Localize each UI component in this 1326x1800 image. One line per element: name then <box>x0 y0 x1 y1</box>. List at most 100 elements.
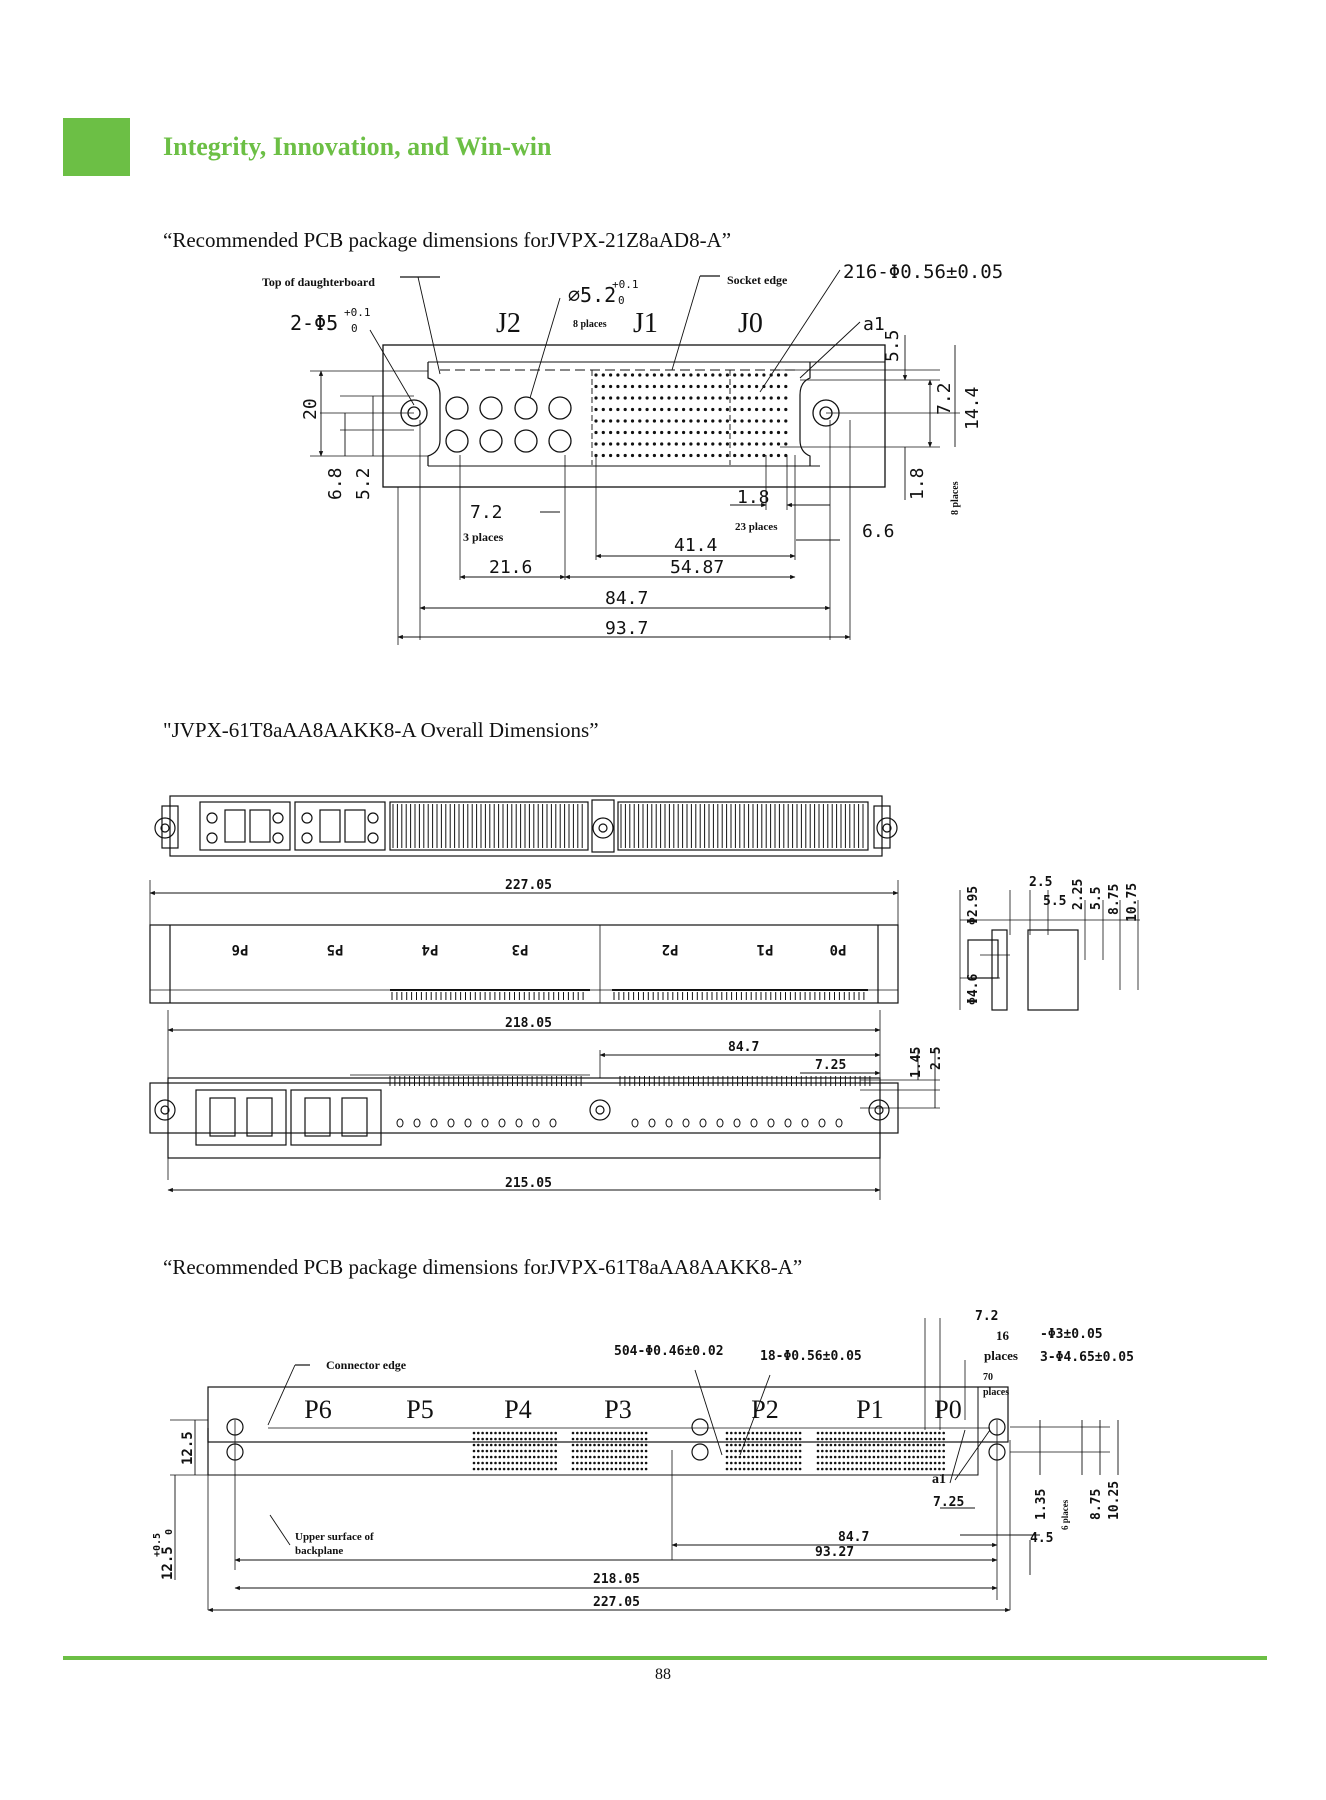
pin-dot <box>494 1467 497 1471</box>
pin-dot <box>764 1431 767 1435</box>
pin-dot <box>925 1455 928 1459</box>
pin-dot <box>740 407 744 412</box>
pin-dot <box>784 430 788 435</box>
pin-dot <box>894 1443 897 1447</box>
pin-dot <box>601 407 605 412</box>
pin-dot <box>751 1455 755 1459</box>
pin-dot <box>762 453 766 458</box>
pin-dot <box>747 1449 750 1453</box>
pin-dot <box>489 1443 493 1447</box>
pin-dot <box>838 1431 841 1435</box>
dim-41-4: 41.4 <box>674 535 717 556</box>
pin-dot <box>734 1449 737 1453</box>
pin-dot <box>601 430 605 435</box>
pin-dot <box>933 1431 937 1435</box>
pin-dot <box>477 1449 480 1453</box>
pin-dot <box>545 1443 549 1447</box>
pin-dot <box>703 419 708 423</box>
pin-dot <box>644 1461 648 1465</box>
pin-dot <box>696 384 700 389</box>
pin-dot <box>734 1443 737 1447</box>
pin-dot <box>942 1443 945 1447</box>
pin-dot <box>674 407 678 412</box>
pin-dot <box>532 1455 536 1459</box>
pin-dot <box>485 1455 489 1459</box>
pin-dot <box>829 1467 833 1471</box>
pin-dot <box>606 1467 609 1471</box>
pin-dot <box>593 1467 596 1471</box>
pin-dot <box>864 1455 867 1459</box>
pin-dot <box>742 1467 746 1471</box>
pin-dot <box>532 1461 536 1465</box>
pin-dot <box>929 1443 933 1447</box>
pin-dot <box>855 1443 858 1447</box>
pin-dot <box>477 1461 480 1465</box>
pin-dot <box>640 1449 644 1453</box>
pin-dot <box>610 1461 613 1465</box>
pin-dot <box>838 1455 841 1459</box>
pin-dot <box>908 1437 911 1441</box>
pin-dot <box>740 384 744 389</box>
pin-dot <box>725 419 730 423</box>
pin-dot <box>734 1467 737 1471</box>
pin-dot <box>597 1443 601 1447</box>
pin-dot <box>502 1449 506 1453</box>
pin-dot <box>725 1455 729 1459</box>
pin-dot <box>889 1455 893 1459</box>
pin-dot <box>594 373 598 377</box>
label-phi52-tol0: 0 <box>618 294 625 307</box>
pin-dot <box>798 1431 802 1435</box>
pin-dot <box>738 1449 742 1453</box>
pin-dot <box>855 1461 858 1465</box>
power-modules-top <box>199 801 386 851</box>
pin-dot <box>614 1467 618 1471</box>
pin-dot <box>703 373 708 377</box>
pin-dot <box>524 1461 527 1465</box>
pin-dot <box>747 1467 750 1471</box>
pin-dot <box>472 1437 476 1441</box>
pin-dot <box>627 1437 631 1441</box>
pin-dot <box>781 1467 785 1471</box>
pad <box>498 1118 506 1128</box>
label-phi465: 3-Φ4.65±0.05 <box>1040 1350 1134 1365</box>
pin-dot <box>703 430 708 435</box>
pin-dot <box>747 373 751 377</box>
pin-dot <box>644 1437 648 1441</box>
label-216-pins: 216-Φ0.56±0.05 <box>843 261 1003 283</box>
pin-dot <box>644 1443 648 1447</box>
pin-dot <box>623 373 627 377</box>
pin-dot <box>550 1461 553 1465</box>
pin-dot <box>511 1467 514 1471</box>
pad <box>665 1118 673 1128</box>
pin-dot <box>682 430 686 435</box>
pin-dot <box>545 1461 549 1465</box>
pin-dot <box>644 1431 648 1435</box>
pin-dot <box>781 1443 785 1447</box>
pin-dot <box>938 1455 941 1459</box>
pin-dot <box>733 407 737 412</box>
pin-dot <box>696 430 700 435</box>
pin-dot <box>619 1449 622 1453</box>
pin-dot <box>938 1437 941 1441</box>
dim-84-7: 84.7 <box>605 588 648 609</box>
pin-dot <box>489 1467 493 1471</box>
pin-dot <box>816 1449 820 1453</box>
pin-dot <box>545 1455 549 1459</box>
pin-dot <box>885 1437 889 1441</box>
pin-dot <box>885 1431 889 1435</box>
pin-dot <box>601 373 605 377</box>
pin-dot <box>528 1461 532 1465</box>
dim-227-05-d3: 227.05 <box>593 1595 640 1610</box>
drawing-2-overall <box>149 795 1140 1200</box>
pin-dot <box>816 1437 820 1441</box>
pin-dot <box>868 1437 871 1441</box>
pin-dot <box>630 384 635 389</box>
pin-dot <box>898 1431 901 1435</box>
pin-dot <box>481 1455 484 1459</box>
pin-dot <box>851 1467 854 1471</box>
pin-dot <box>929 1455 933 1459</box>
label-18-pins: 18-Φ0.56±0.05 <box>760 1349 862 1364</box>
pin-dot <box>725 407 730 412</box>
dim-tol-zero: 0 <box>164 1529 175 1535</box>
pin-dot <box>609 373 613 377</box>
